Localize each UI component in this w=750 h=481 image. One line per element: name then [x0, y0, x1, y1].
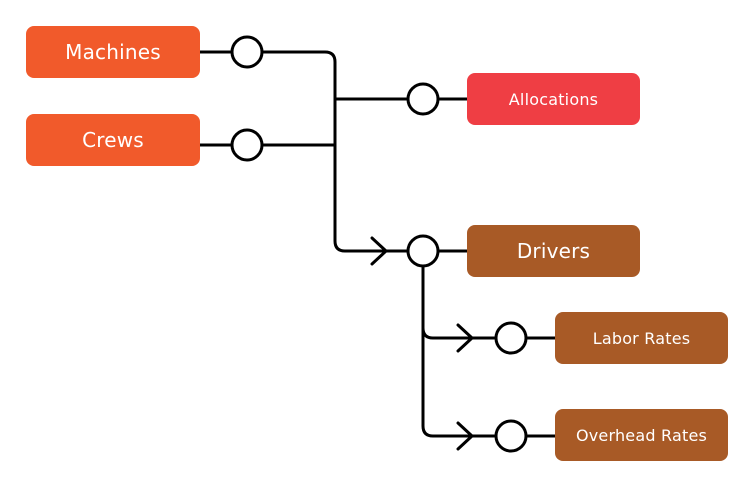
labor-port — [494, 321, 528, 355]
labor-rates-node: Labor Rates — [555, 312, 728, 364]
drivers-port — [406, 234, 440, 268]
bus-to-drivers — [333, 143, 409, 253]
machines-node: Machines — [26, 26, 200, 78]
machines-port — [230, 35, 264, 69]
drivers-arrow — [370, 236, 388, 266]
labor-arrow — [456, 323, 474, 353]
drivers-node: Drivers — [467, 225, 640, 277]
crews-port — [230, 128, 264, 162]
overhead-rates-node: Overhead Rates — [555, 409, 728, 461]
overhead-arrow — [456, 421, 474, 451]
allocations-node: Allocations — [467, 73, 640, 125]
allocations-port — [406, 82, 440, 116]
branch-to-labor — [421, 326, 497, 340]
drivers-to-children — [421, 265, 497, 438]
overhead-port — [494, 419, 528, 453]
machines-to-bus — [261, 50, 337, 147]
crews-node: Crews — [26, 114, 200, 166]
